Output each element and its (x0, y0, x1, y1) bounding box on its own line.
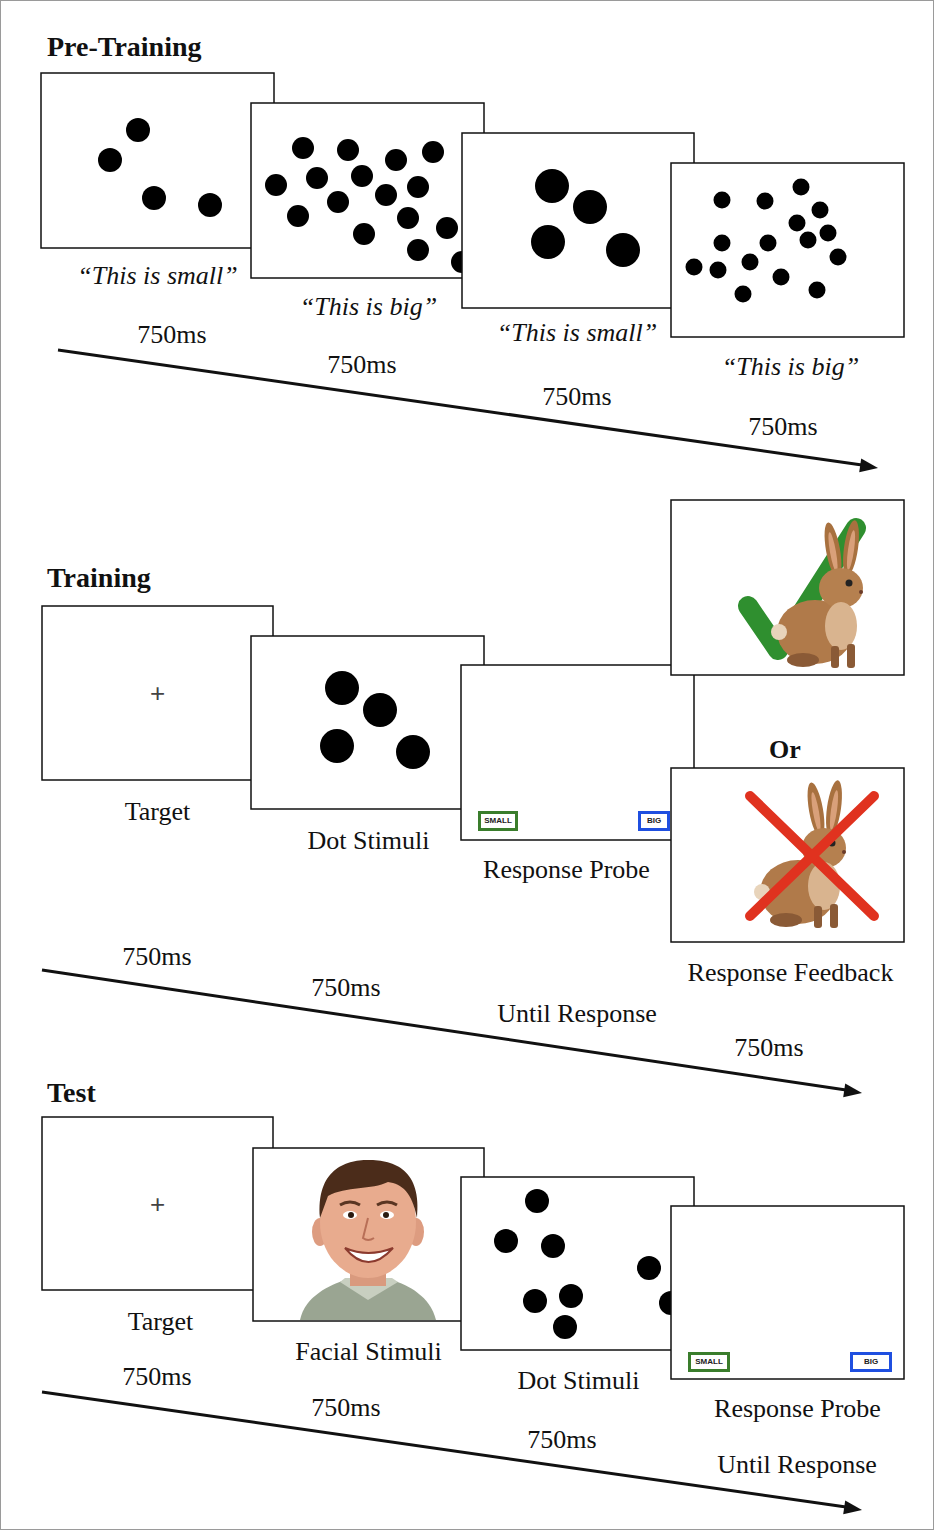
feedback-correct (671, 500, 904, 675)
screen-caption: “This is small” (77, 261, 237, 291)
timing-label: 750ms (311, 973, 380, 1003)
screen-box: +Target (42, 1117, 273, 1290)
screen-box: “This is big” (251, 103, 484, 278)
feedback-wrong (671, 768, 904, 942)
timing-label: 750ms (527, 1425, 596, 1455)
screen-caption: “This is big” (300, 292, 437, 322)
button-label: BIG (853, 1355, 889, 1369)
section-heading: Training (47, 563, 151, 593)
probe-screen (461, 665, 694, 840)
probe-screen (671, 1206, 904, 1379)
screen-box: +Target (42, 606, 273, 780)
screen-caption: Dot Stimuli (307, 826, 429, 856)
timing-label: 750ms (734, 1033, 803, 1063)
button-label: SMALL (691, 1355, 727, 1369)
screen-caption: Response Probe (714, 1394, 881, 1424)
dot-screen (251, 636, 484, 809)
timeline-arrow (58, 350, 878, 472)
timing-label: 750ms (122, 1362, 191, 1392)
fixation-screen (42, 1117, 273, 1290)
screen-caption: Dot Stimuli (517, 1366, 639, 1396)
dot-screen (41, 73, 274, 248)
timing-label: Until Response (717, 1450, 877, 1480)
screen-box: “This is small” (462, 133, 694, 308)
big-button: BIG (638, 811, 670, 831)
timeline-arrow (42, 970, 862, 1097)
fixation-cross: + (150, 679, 165, 707)
screen-box: Dot Stimuli (251, 636, 484, 809)
screen-caption: “This is big” (722, 352, 859, 382)
small-button: SMALL (688, 1352, 730, 1372)
screen-box: “This is big” (671, 163, 904, 337)
timing-label: 750ms (137, 320, 206, 350)
fixation-cross: + (150, 1190, 165, 1218)
screen-box: Response Feedback (671, 768, 904, 942)
timing-label: 750ms (311, 1393, 380, 1423)
screen-box: Response ProbeSMALLBIG (671, 1206, 904, 1379)
screen-box: Facial Stimuli (253, 1148, 484, 1321)
timing-label: 750ms (327, 350, 396, 380)
screen-caption: Response Probe (483, 855, 650, 885)
screen-caption: “This is small” (497, 318, 657, 348)
screen-caption: Target (125, 797, 191, 827)
timing-label: Or (769, 735, 801, 765)
big-button: BIG (850, 1352, 892, 1372)
timing-label: Until Response (497, 999, 657, 1029)
screen-caption: Facial Stimuli (295, 1337, 442, 1367)
dot-screen (462, 133, 694, 308)
small-button: SMALL (478, 811, 518, 831)
face-screen (253, 1148, 484, 1321)
button-label: BIG (641, 814, 667, 828)
dot-screen (461, 1177, 694, 1350)
section-heading: Pre-Training (47, 32, 202, 62)
timing-label: 750ms (542, 382, 611, 412)
screen-caption: Response Feedback (688, 958, 894, 988)
section-heading: Test (47, 1078, 96, 1108)
timing-label: 750ms (122, 942, 191, 972)
fixation-screen (42, 606, 273, 780)
screen-box: “This is small” (41, 73, 274, 248)
timing-label: 750ms (748, 412, 817, 442)
screen-caption: Target (128, 1307, 194, 1337)
button-label: SMALL (481, 814, 515, 828)
screen-box: Response ProbeSMALLBIG (461, 665, 694, 840)
dot-screen (671, 163, 904, 337)
dot-screen (251, 103, 484, 278)
screen-box: Dot Stimuli (461, 1177, 694, 1350)
